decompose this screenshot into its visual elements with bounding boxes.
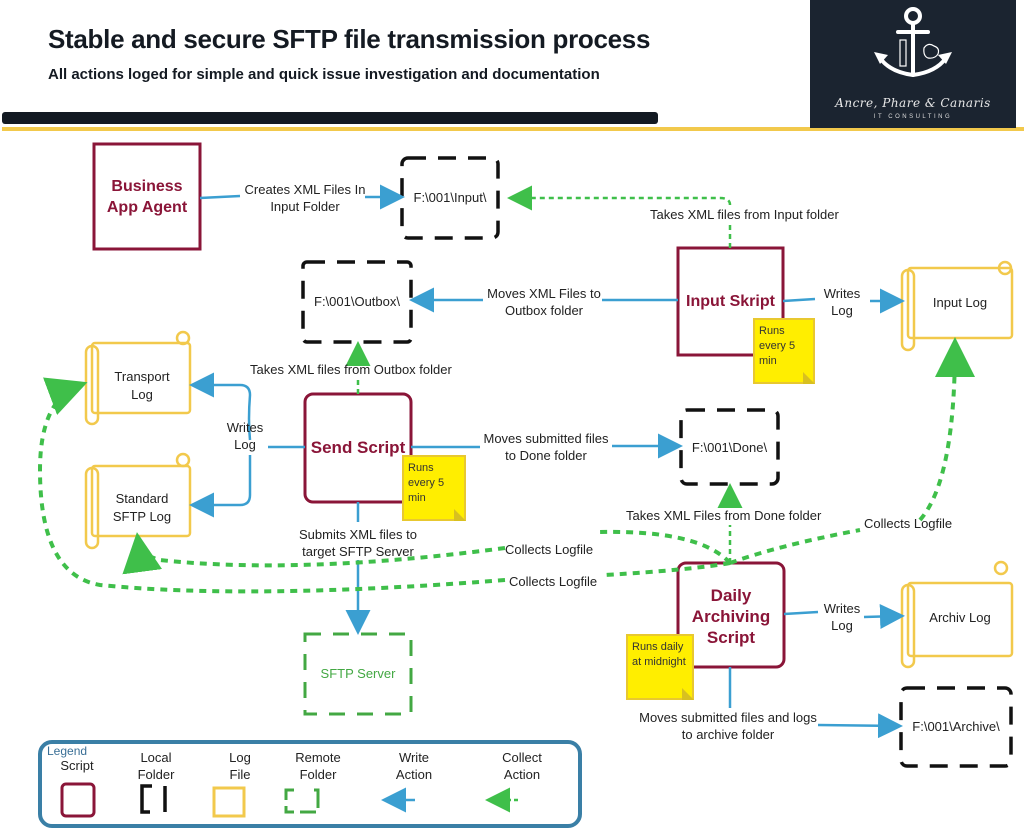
action-label-collects-logfile-input: Collects Logfile	[864, 516, 953, 531]
arrow-moves-to-archive	[728, 667, 898, 726]
arrow-moves-to-done	[411, 446, 678, 447]
logo-name: Ancre, Phare & Canaris	[835, 96, 991, 110]
legend-label-log-file: Log File	[229, 750, 251, 782]
arrow-takes-from-input	[512, 198, 732, 248]
logo-tagline: IT CONSULTING	[873, 114, 953, 120]
legend-symbol-script	[60, 782, 96, 818]
legend-label-collect-action: Collect Action	[502, 750, 542, 782]
page-subtitle: All actions loged for simple and quick i…	[48, 66, 600, 83]
arrow-input-writes-log	[782, 299, 900, 301]
legend-symbol-log-file	[212, 786, 246, 818]
legend-symbol-local-folder	[140, 784, 167, 814]
action-label-archive-writes-log: Writes Log	[823, 601, 861, 633]
script-label-send-script: Send Script	[310, 438, 406, 457]
action-label-send-writes-log: Writes Log	[226, 420, 264, 452]
header-divider-yellow	[2, 127, 1024, 131]
arrow-send-writes-log-standard	[189, 455, 252, 518]
legend-label-remote-folder: Remote Folder	[295, 750, 341, 782]
action-label-collects-logfile-standard: Collects Logfile	[505, 542, 594, 557]
legend-label-local-folder: Local Folder	[137, 750, 175, 782]
script-box-business-app-agent	[92, 142, 202, 251]
action-label-collects-logfile-transport: Collects Logfile	[509, 574, 598, 589]
action-label-input-writes-log: Writes Log	[823, 286, 861, 318]
action-label-creates-xml: Creates XML Files In Input Folder	[244, 182, 366, 214]
action-label-submits-to-sftp: Submits XML files to target SFTP Server	[298, 527, 417, 559]
log-label-input: Input Log	[932, 295, 988, 310]
action-label-moves-to-outbox: Moves XML Files to Outbox folder	[487, 286, 601, 318]
script-label-input-skript: Input Skript	[686, 293, 775, 310]
anchor-icon	[874, 7, 952, 78]
header-divider-dark	[2, 112, 658, 124]
arrow-archive-writes-log	[783, 612, 900, 617]
page-title: Stable and secure SFTP file transmission…	[48, 24, 651, 54]
schedule-note-send-script: Runs every 5 min	[402, 455, 466, 521]
arrow-send-writes-log-transport	[194, 385, 305, 449]
arrow-creates-xml	[199, 196, 400, 198]
folder-label-input: F:\001\Input\	[413, 190, 487, 205]
legend-symbol-remote-folder	[284, 788, 320, 814]
folder-label-sftp-server: SFTP Server	[320, 666, 396, 681]
folder-box-done	[679, 408, 780, 486]
legend-title: Legend	[47, 744, 88, 758]
canary-icon	[923, 43, 940, 59]
arrow-collects-input-log	[729, 345, 955, 565]
log-label-standard-sftp: Standard SFTP Log	[112, 491, 172, 524]
schedule-note-daily-archiving: Runs daily at midnight	[626, 634, 694, 700]
arrow-collects-transport-log	[37, 385, 731, 594]
folder-label-archive: F:\001\Archive\	[912, 719, 1000, 734]
legend-label-script: Script	[60, 758, 94, 773]
arrow-collects-standard-log	[138, 532, 732, 565]
action-label-takes-from-input: Takes XML files from Input folder	[650, 207, 839, 222]
folder-label-outbox: F:\001\Outbox\	[314, 294, 400, 309]
legend	[38, 740, 582, 828]
schedule-note-input-skript: Runs every 5 min	[753, 318, 815, 384]
log-label-transport: Transport Log	[114, 369, 170, 402]
lighthouse-icon	[899, 39, 907, 67]
action-label-takes-from-done: Takes XML Files from Done folder	[626, 508, 822, 523]
action-label-takes-from-outbox: Takes XML files from Outbox folder	[250, 362, 452, 377]
log-label-archiv: Archiv Log	[929, 610, 991, 625]
action-label-moves-to-done: Moves submitted files to Done folder	[483, 431, 609, 463]
folder-label-done: F:\001\Done\	[691, 440, 768, 455]
script-label-business-app-agent: Business App Agent	[106, 178, 188, 216]
remote-folder-box-sftp	[303, 632, 413, 716]
legend-label-write-action: Write Action	[395, 750, 433, 782]
company-logo: Ancre, Phare & Canaris IT CONSULTING	[810, 0, 1016, 128]
script-label-daily-archiving: Daily Archiving Script	[691, 586, 771, 647]
action-label-moves-to-archive: Moves submitted files and logs to archiv…	[639, 710, 817, 742]
